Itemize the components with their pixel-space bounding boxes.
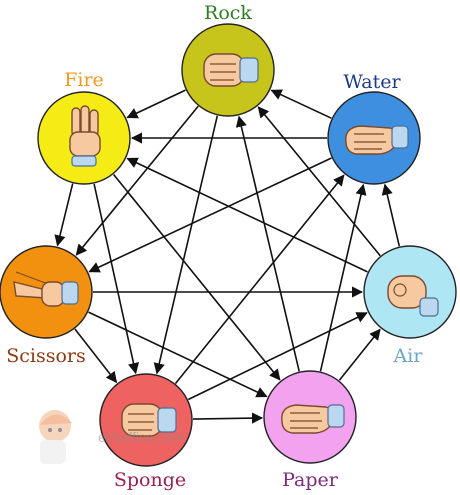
arrow-paper-to-air — [338, 328, 381, 381]
paper-hand-icon — [281, 404, 345, 434]
arrow-air-to-fire — [126, 157, 368, 273]
node-fire: Fire — [37, 69, 131, 185]
watermark-mascot — [39, 410, 72, 464]
arrow-rock-to-fire — [126, 89, 186, 119]
arrow-air-to-water — [381, 183, 401, 247]
arrow-rock-to-scissors — [75, 105, 199, 256]
paper-label: Paper — [282, 469, 339, 491]
arrow-fire-to-scissors — [54, 183, 74, 247]
fire-label: Fire — [64, 69, 104, 91]
arrow-paper-to-water — [319, 183, 367, 372]
node-rock: Rock — [181, 2, 275, 117]
arrow-scissors-to-sponge — [74, 328, 118, 384]
node-air: Air — [363, 245, 457, 367]
sponge-label: Sponge — [114, 469, 186, 491]
air-label: Air — [393, 345, 424, 367]
arrow-fire-to-paper — [112, 173, 281, 381]
edge-layer — [54, 89, 401, 424]
arrow-water-to-rock — [270, 89, 332, 119]
node-paper: Paper — [263, 370, 357, 491]
arrow-rock-to-sponge — [153, 115, 219, 375]
fire-hand-icon — [69, 105, 101, 167]
arrow-scissors-to-paper — [88, 311, 268, 398]
node-water: Water — [327, 71, 421, 185]
sponge-hand-icon — [121, 403, 177, 437]
arrow-paper-to-rock — [235, 115, 300, 372]
scissors-label: Scissors — [6, 345, 86, 367]
arrow-sponge-to-water — [174, 174, 345, 385]
air-hand-icon — [387, 275, 439, 317]
watermark-text: echoffice.com — [98, 429, 184, 445]
arrow-sponge-to-paper — [192, 412, 264, 424]
arrow-water-to-scissors — [88, 157, 332, 273]
water-hand-icon — [345, 125, 409, 155]
rock-hand-icon — [203, 53, 259, 87]
scissors-hand-icon — [13, 271, 79, 307]
node-sponge: Sponge — [99, 373, 193, 491]
water-label: Water — [343, 71, 401, 93]
node-scissors: Scissors — [0, 245, 93, 367]
arrow-air-to-rock — [257, 106, 381, 257]
arrow-sponge-to-air — [187, 312, 368, 401]
arrow-fire-to-sponge — [93, 183, 140, 375]
rock-label: Rock — [204, 2, 252, 24]
